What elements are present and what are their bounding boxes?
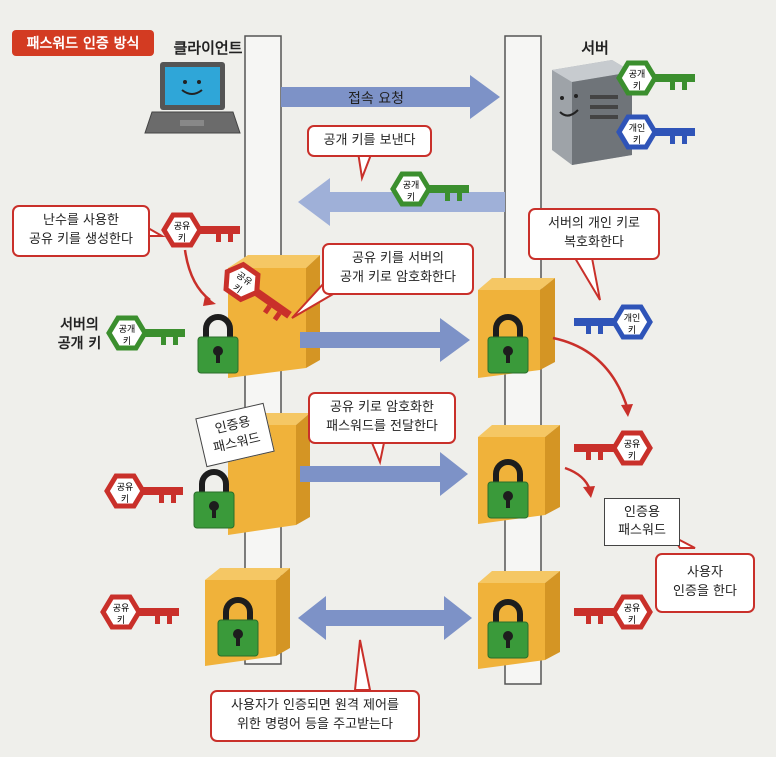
server-public-key-icon: 공개 키 bbox=[616, 60, 695, 96]
callout-pointer bbox=[353, 639, 372, 691]
svg-text:키: 키 bbox=[178, 233, 186, 244]
shared-key-client-row2-icon: 공유 키 bbox=[104, 473, 183, 509]
encrypt-shared-key-callout: 공유 키를 서버의 공개 키로 암호화한다 bbox=[322, 243, 474, 295]
svg-text:키: 키 bbox=[121, 494, 129, 505]
bidirectional-exchange-arrow bbox=[298, 596, 472, 640]
authenticate-callout: 사용자 인증을 한다 bbox=[655, 553, 755, 613]
svg-text:공개: 공개 bbox=[119, 324, 136, 335]
shared-key-server-row2-icon: 공유 키 bbox=[574, 430, 653, 466]
password-decrypt-arrow bbox=[564, 466, 592, 491]
svg-text:키: 키 bbox=[123, 336, 131, 347]
server-session-box bbox=[478, 571, 560, 669]
client-session-box bbox=[205, 568, 290, 666]
public-key-in-transit-icon: 공개 키 bbox=[390, 171, 469, 207]
key-label-line1: 공개 bbox=[629, 69, 646, 80]
server-public-key-label: 서버의 공개 키 bbox=[57, 317, 102, 352]
svg-text:키: 키 bbox=[628, 451, 636, 462]
server-received-box-1 bbox=[478, 278, 555, 378]
diagram-title: 패스워드 인증 방식 bbox=[12, 30, 154, 56]
svg-text:공개: 공개 bbox=[403, 180, 420, 191]
server-public-key-client-side-icon: 공개 키 bbox=[106, 315, 185, 351]
send-password-callout: 공유 키로 암호화한 패스워드를 전달한다 bbox=[308, 392, 456, 444]
svg-text:키: 키 bbox=[628, 325, 636, 336]
svg-text:개인: 개인 bbox=[624, 313, 641, 324]
send-encrypted-password-arrow bbox=[300, 452, 468, 496]
server-received-box-2 bbox=[478, 425, 560, 524]
connect-request-label: 접속 요청 bbox=[348, 91, 404, 107]
callout-pointer bbox=[573, 257, 601, 301]
send-encrypted-shared-key-arrow bbox=[300, 318, 470, 362]
generate-shared-key-callout: 난수를 사용한 공유 키를 생성한다 bbox=[12, 205, 150, 257]
svg-text:공유: 공유 bbox=[117, 482, 134, 493]
decrypt-arrow bbox=[552, 336, 630, 411]
server-label: 서버 bbox=[581, 39, 609, 57]
lock-icon bbox=[194, 472, 234, 528]
svg-text:공유: 공유 bbox=[624, 439, 641, 450]
svg-text:키: 키 bbox=[633, 135, 641, 146]
svg-text:공유: 공유 bbox=[113, 603, 130, 614]
client-label: 클라이언트 bbox=[173, 39, 243, 57]
svg-text:키: 키 bbox=[407, 192, 415, 203]
server-private-key-icon: 개인 키 bbox=[616, 114, 695, 150]
key-label-line2: 키 bbox=[633, 81, 641, 92]
server-password-note: 인증용 패스워드 bbox=[604, 498, 680, 546]
send-public-key-callout: 공개 키를 보낸다 bbox=[307, 125, 432, 157]
connect-request-arrow bbox=[281, 75, 500, 119]
svg-text:공유: 공유 bbox=[174, 221, 191, 232]
generated-shared-key-icon: 공유 키 bbox=[161, 212, 240, 248]
server-private-key-decrypt-icon: 개인 키 bbox=[574, 304, 653, 340]
decrypt-callout: 서버의 개인 키로 복호화한다 bbox=[528, 208, 660, 260]
shared-key-client-row3-icon: 공유 키 bbox=[100, 594, 179, 630]
svg-text:공유: 공유 bbox=[624, 603, 641, 614]
svg-text:개인: 개인 bbox=[629, 123, 646, 134]
svg-text:키: 키 bbox=[628, 615, 636, 626]
lock-icon bbox=[198, 317, 238, 373]
server-icon bbox=[552, 60, 632, 165]
shared-key-being-encrypted-icon: 공유 키 bbox=[223, 261, 292, 322]
shared-key-server-row3-icon: 공유 키 bbox=[574, 594, 653, 630]
generate-arrow bbox=[183, 249, 211, 301]
exchange-commands-callout: 사용자가 인증되면 원격 제어를 위한 명령어 등을 주고받는다 bbox=[210, 690, 420, 742]
laptop-icon bbox=[144, 62, 241, 134]
svg-text:키: 키 bbox=[117, 615, 125, 626]
